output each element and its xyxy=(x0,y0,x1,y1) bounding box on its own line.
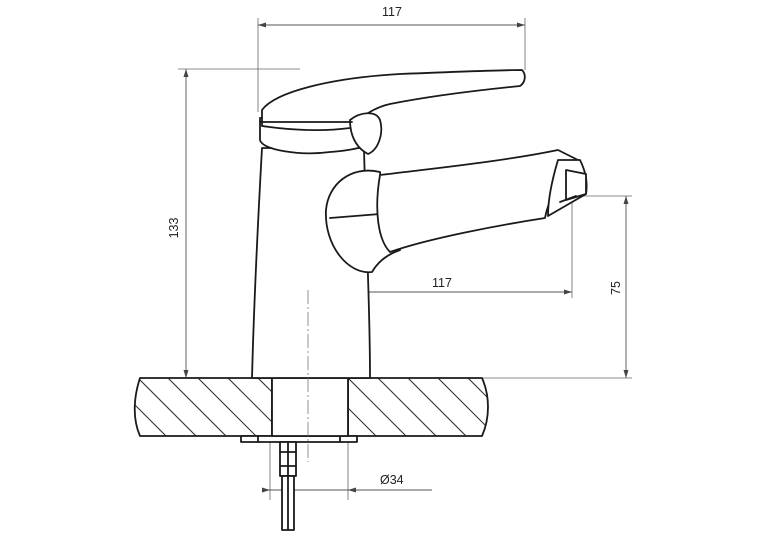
dimension-label-top-width: 117 xyxy=(382,5,402,19)
lever-handle xyxy=(259,69,526,155)
mounting-hardware xyxy=(240,435,358,531)
dimension-label-spout-reach: 117 xyxy=(432,276,452,290)
dimension-total-height: 133 xyxy=(167,68,300,379)
faucet-spout xyxy=(376,149,579,253)
faucet-body xyxy=(251,147,588,437)
dimension-label-spout-height: 75 xyxy=(609,281,623,295)
dimension-label-diameter: Ø34 xyxy=(380,473,404,487)
countertop-hatch-left xyxy=(134,378,272,436)
dimension-top-width: 117 xyxy=(257,5,526,112)
dimension-label-total-height: 133 xyxy=(167,218,181,239)
